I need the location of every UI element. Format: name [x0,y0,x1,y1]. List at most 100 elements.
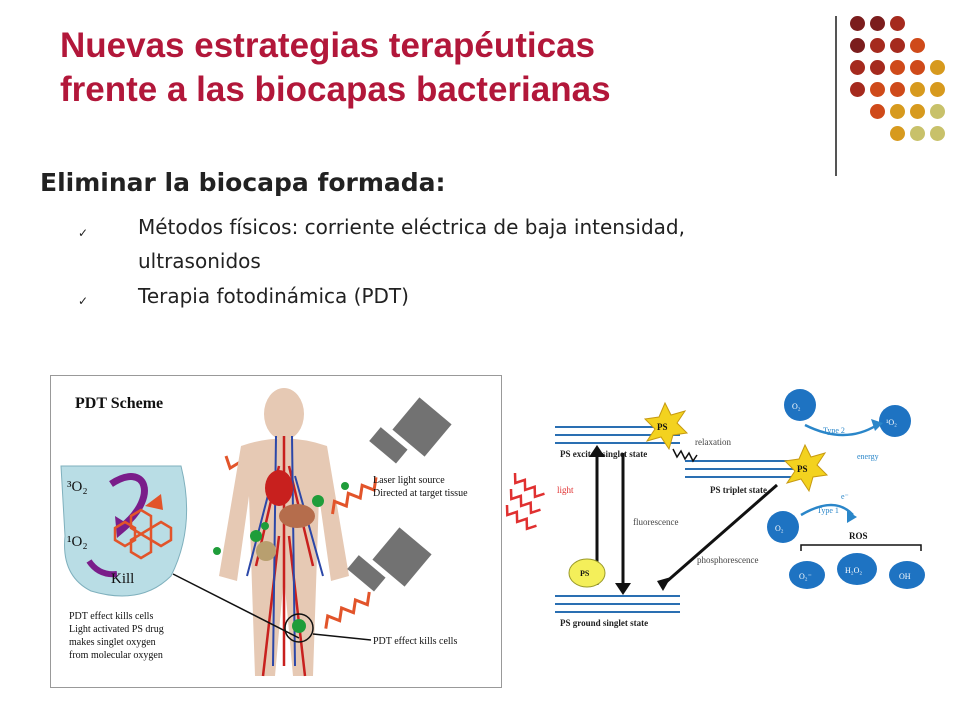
effect-label: PDT effect kills cells [373,636,457,647]
ps-molecule-icon [113,508,173,560]
bullet-1-line-1: Métodos físicos: corriente eléctrica de … [138,215,685,239]
ros-bracket [800,544,922,551]
caption-line-4: from molecular oxygen [69,650,163,661]
title-line-1: Nuevas estrategias terapéuticas [60,26,595,65]
ps-star-2-icon [783,443,829,493]
type1-arrow [800,503,854,517]
pointer-line-2 [312,633,372,641]
target-tissue-markers [213,482,349,633]
decorative-dot [910,126,925,141]
ps-triplet-label: PS triplet state [710,485,767,495]
pointer-line-1 [172,573,300,639]
o2-type2-circle [784,389,816,421]
phosphorescence-arrowhead-icon [657,577,671,591]
decorative-dot [870,104,885,119]
bullet-2-line-1: Terapia fotodinámica (PDT) [138,284,409,308]
bullet-text-1: Métodos físicos: corriente eléctrica de … [138,210,685,278]
ps-star-icon [643,401,689,451]
check-icon: ✓ [78,294,89,308]
ps-excited-label: PS excited singlet state [560,449,647,459]
decorative-dot [910,60,925,75]
o2-type1-circle [767,511,799,543]
photodynamic-mechanism-diagram: PS excited singlet state PS triplet stat… [505,385,955,685]
decorative-dot [910,38,925,53]
fluorescence-label: fluorescence [633,517,678,527]
relaxation-label: relaxation [695,437,731,447]
o2-singlet-label: ¹O₂ [67,534,88,550]
decorative-dot [870,16,885,31]
caption-line-3: makes singlet oxygen [69,637,156,648]
ps-ground-molecule-icon [568,558,606,588]
electron-label: e⁻ [841,492,849,501]
section-heading: Eliminar la biocapa formada: [40,168,446,197]
slide-title: Nuevas estrategias terapéuticas frente a… [60,24,800,112]
singlet-o2-circle [879,405,911,437]
ps-ground-label: PS ground singlet state [560,618,648,628]
ros-peroxide-circle [837,553,877,585]
decorative-dot [890,16,905,31]
caption-line-1: PDT effect kills cells [69,611,153,622]
decorative-dot [850,38,865,53]
human-body-icon [219,388,349,677]
ros-hydroxyl-circle [889,561,925,589]
energy-label: energy [857,452,879,461]
decorative-dot [850,16,865,31]
relaxation-zigzag-icon [672,448,698,463]
decorative-dot [890,82,905,97]
type2-arrowhead-icon [871,419,883,431]
ps-star-2-label: PS [797,464,808,474]
ros-superoxide-label: O₂⁻ [799,572,812,581]
decorative-dot [850,60,865,75]
kill-arrow-icon [86,559,118,578]
check-icon: ✓ [78,226,89,240]
decorative-dot [890,38,905,53]
fluorescence-arrowhead-icon [615,583,631,595]
decorative-divider [835,16,837,176]
decorative-dot [870,82,885,97]
decorative-dot [890,126,905,141]
decorative-dot [910,104,925,119]
laser-label-line-1: Laser light source [373,475,445,486]
laser-arrowhead-icon [145,494,163,510]
ps-ground-molecule-label: PS [580,569,590,578]
decorative-dot [870,38,885,53]
ps-star-label: PS [657,422,668,432]
jablonski-svg: PS excited singlet state PS triplet stat… [505,389,925,628]
laser-wave-3 [324,591,371,629]
o2-type2-label: O₂ [792,402,801,411]
ros-label: ROS [849,531,868,541]
decorative-dot [870,60,885,75]
type2-label: Type 2 [823,426,845,435]
decorative-dot [890,104,905,119]
decorative-dot [930,82,945,97]
singlet-o2-label: ¹O₂ [886,418,897,427]
kill-label: Kill [111,571,134,587]
decorative-dot [930,104,945,119]
ros-hydroxyl-label: OH [899,572,911,581]
laser-device-icon [347,397,452,592]
decorative-dot [890,60,905,75]
o2-triplet-label: ³O₂ [67,479,88,495]
phosphorescence-arrow [664,483,778,585]
laser-label-line-2: Directed at target tissue [373,488,468,499]
purple-arrowhead-icon [115,516,131,538]
caption-line-2: Light activated PS drug [69,624,164,635]
bullet-1-line-2: ultrasonidos [138,249,261,273]
pdt-scheme-figure: PDT Scheme ³O₂ ¹O₂ Kill [50,375,502,688]
light-wave-icon [505,472,545,531]
type1-label: Type 1 [817,506,839,515]
decorative-dot [930,126,945,141]
pdt-scheme-title: PDT Scheme [75,395,163,412]
bullet-text-2: Terapia fotodinámica (PDT) [138,279,409,313]
type1-arrowhead-icon [847,511,857,523]
laser-wave-2 [331,477,378,515]
decorative-dot [930,60,945,75]
ros-peroxide-label: H₂O₂ [845,566,862,575]
light-label: light [557,485,574,495]
o2-type1-label: O₂ [775,524,784,533]
phosphorescence-label: phosphorescence [697,555,758,565]
type2-arrow [804,423,878,437]
ros-superoxide-circle [789,561,825,589]
absorption-arrowhead-icon [589,445,605,457]
decorative-dot [910,82,925,97]
